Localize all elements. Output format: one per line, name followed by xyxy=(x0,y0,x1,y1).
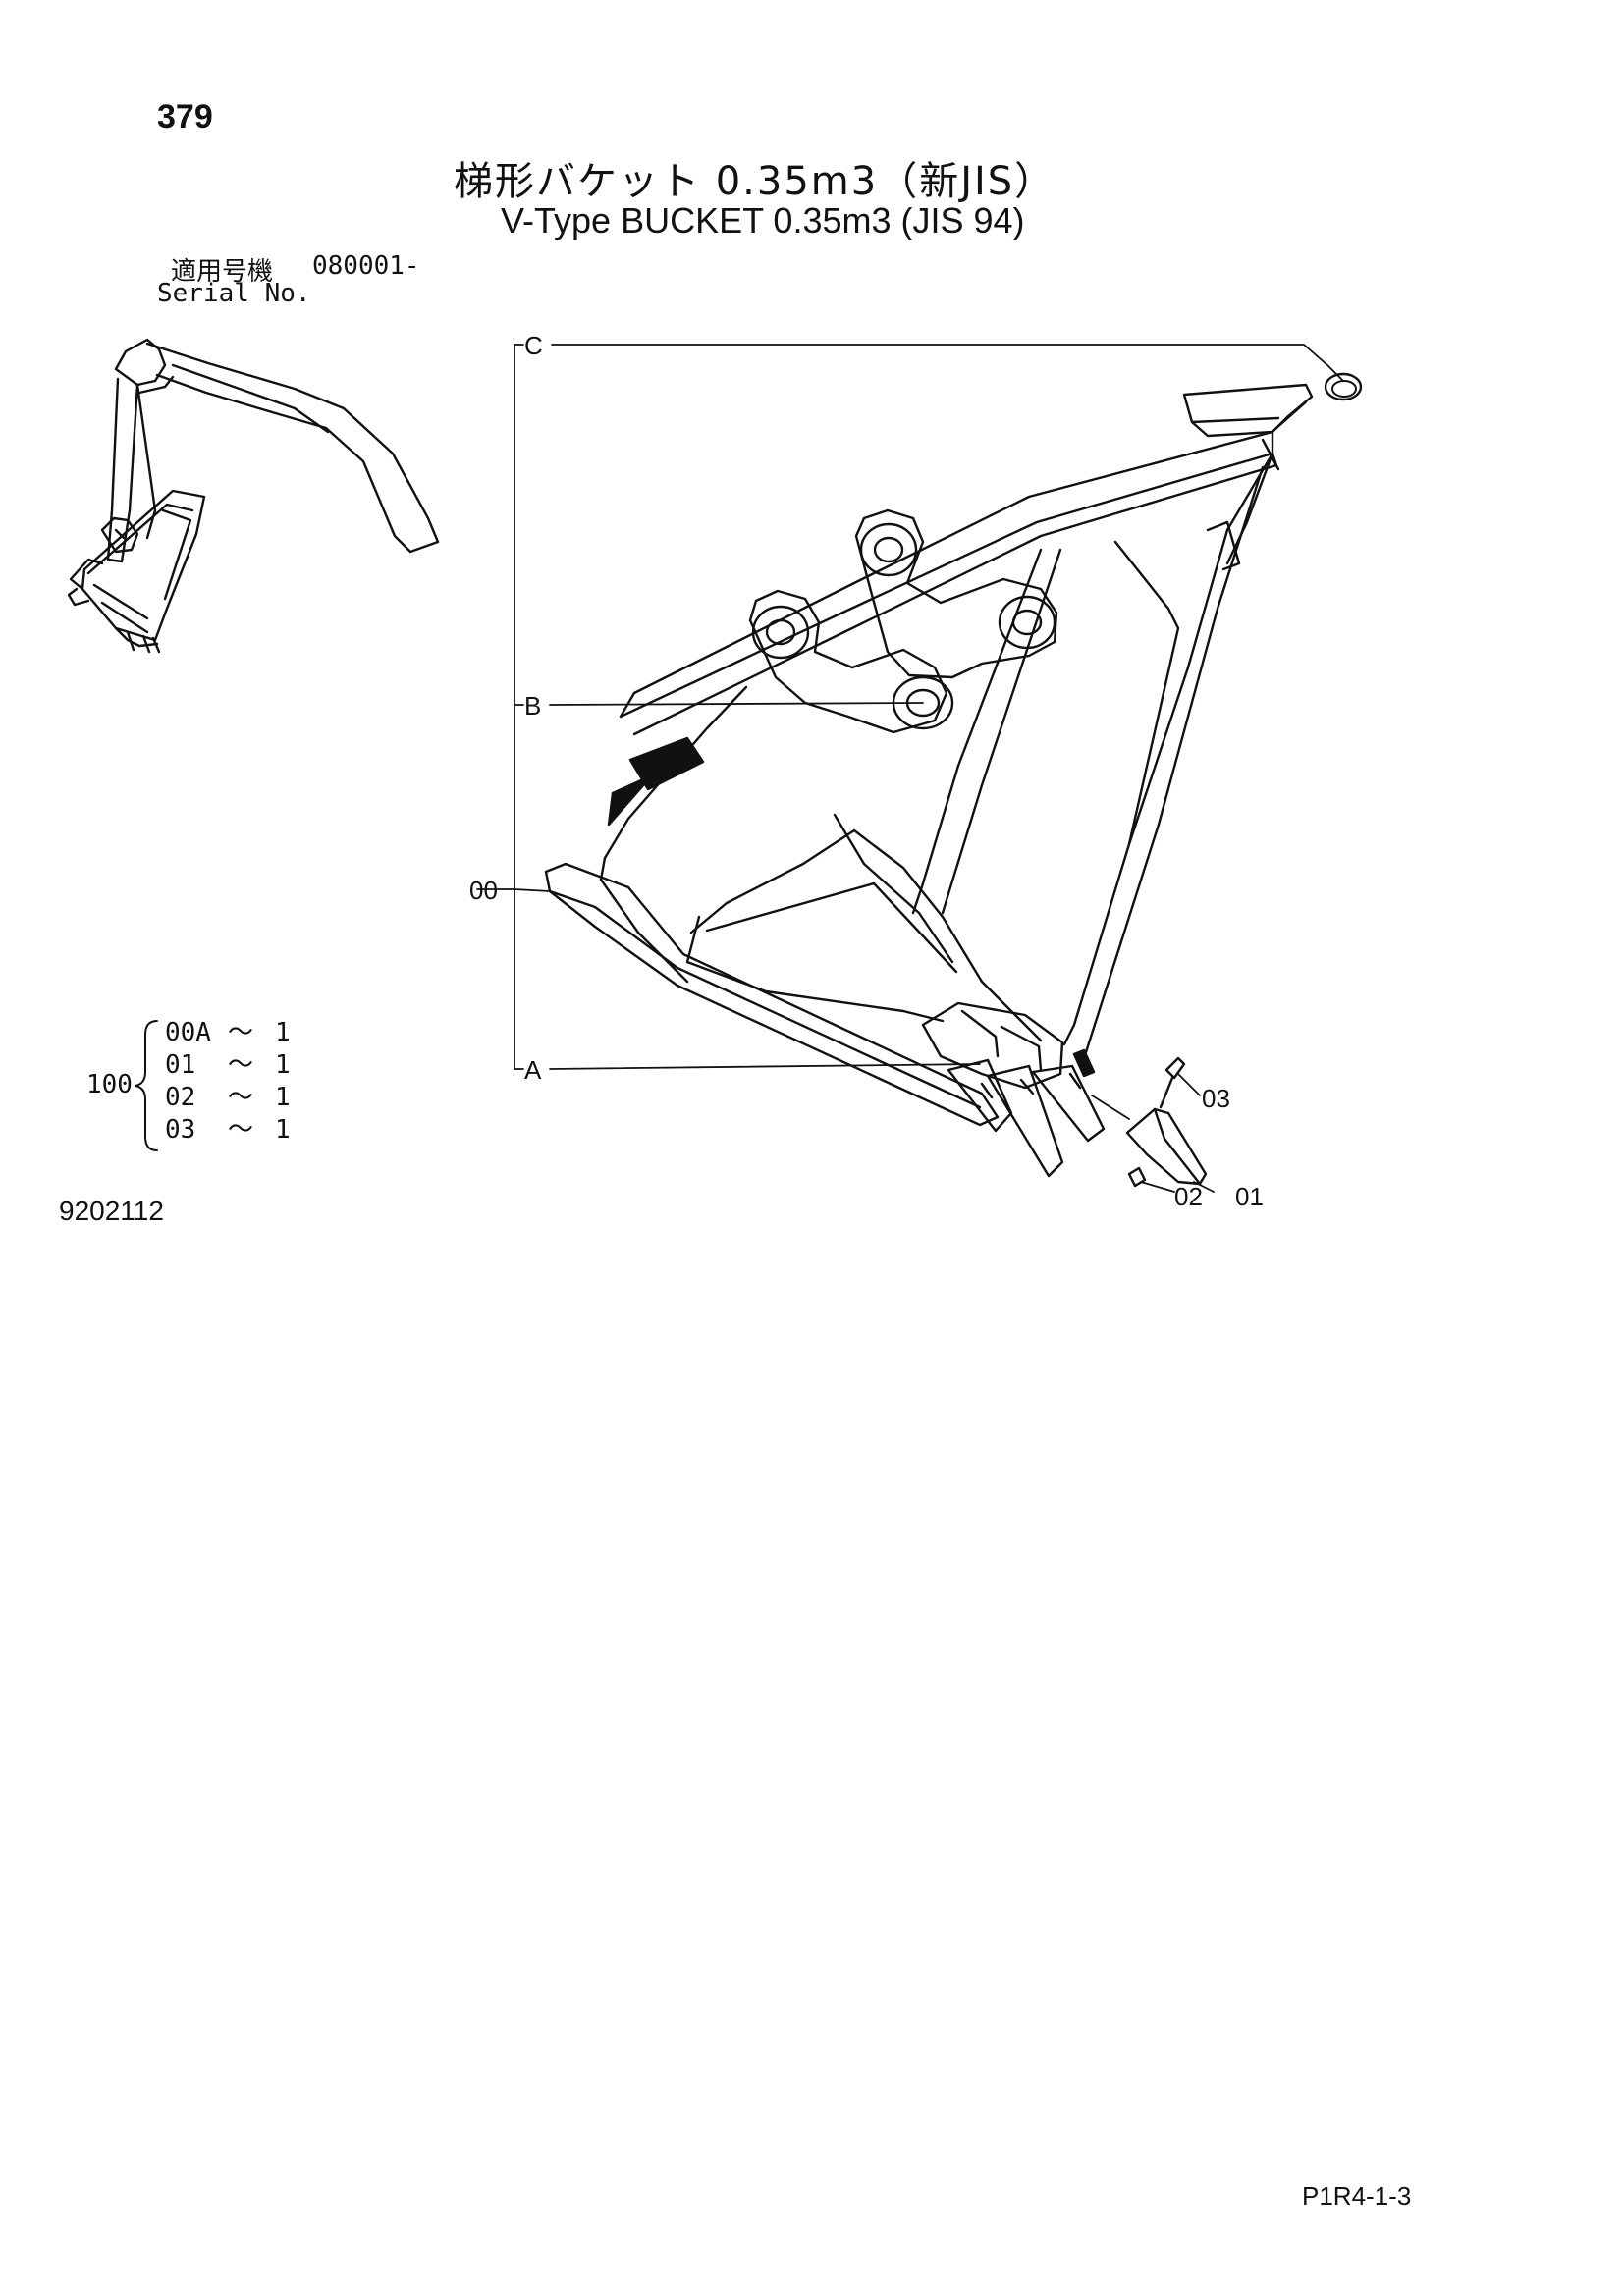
callout-03: 03 xyxy=(1202,1084,1230,1113)
assembly-row: 00A～1 xyxy=(165,1018,291,1047)
footer-code: P1R4-1-3 xyxy=(1302,2181,1412,2211)
callout-b: B xyxy=(524,691,542,721)
arm-overview-illustration xyxy=(67,338,440,654)
assembly-row: 03～1 xyxy=(165,1115,291,1145)
title-japanese: 梯形バケット 0.35m3（新JIS） xyxy=(454,159,1056,204)
document-code: 9202112 xyxy=(59,1196,164,1226)
assembly-number: 100 xyxy=(86,1070,133,1099)
assembly-row: 02～1 xyxy=(165,1083,291,1112)
assembly-brace xyxy=(135,1020,158,1151)
tooth-parts-illustration xyxy=(1125,1056,1208,1188)
bucket-illustration xyxy=(544,383,1314,1178)
callout-a: A xyxy=(524,1055,542,1085)
leader-lines xyxy=(476,344,1363,1193)
callout-c: C xyxy=(524,331,543,360)
assembly-list: 00A～1 01～1 02～1 03～1 xyxy=(165,1017,291,1147)
page-number: 379 xyxy=(157,98,213,135)
assembly-row: 01～1 xyxy=(165,1050,291,1080)
callout-01: 01 xyxy=(1235,1182,1264,1211)
callout-00: 00 xyxy=(469,876,498,905)
serial-label-english: Serial No. xyxy=(157,279,311,308)
serial-number: 080001- xyxy=(312,251,420,281)
serial-label-japanese: 適用号機 xyxy=(171,257,274,287)
title-english: V-Type BUCKET 0.35m3 (JIS 94) xyxy=(501,200,1025,240)
callout-02: 02 xyxy=(1174,1182,1203,1211)
